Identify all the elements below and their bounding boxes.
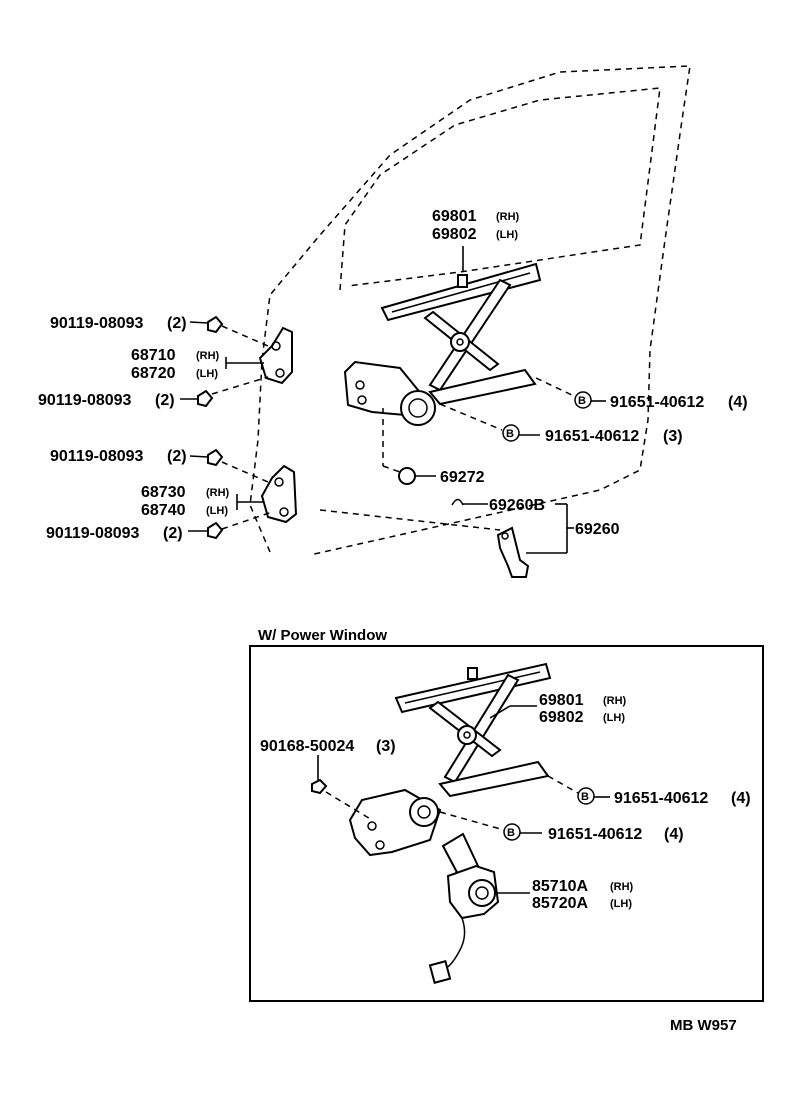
power-window-motor [428,832,500,984]
bolt-b1-quantity: (4) [728,394,748,411]
power-screw-quantity: (3) [376,738,396,755]
upper-hinge-rh-suffix: (RH) [196,350,220,362]
upper-hinge-label: 68710 (RH) 68720 (LH) [131,347,220,382]
power-regulator-lh-suffix: (LH) [603,712,625,724]
power-bolt-b1-part-number: 91651-40612 [614,790,708,807]
regulator-lh-suffix: (LH) [496,229,518,241]
power-bolt-b1-label: B 91651-40612 (4) [581,790,751,807]
upper-hinge [258,326,293,385]
power-motor-lh-suffix: (LH) [610,898,632,910]
power-window-screw [311,778,328,795]
regulator-part-number-rh: 69801 [432,208,477,225]
bolt-top-label: 90119-08093 (2) [50,315,187,332]
lower-hinge-lh-suffix: (LH) [206,505,228,517]
bolt-low-label: 90119-08093 (2) [46,525,183,542]
bolt-b2-quantity: (3) [663,428,683,445]
lower-hinge-part-number-lh: 68740 [141,502,186,519]
power-bolt-b2-part-number: 91651-40612 [548,826,642,843]
bolt-top2-part-number: 90119-08093 [38,392,132,409]
handle-part-number: 69260 [575,521,620,538]
bolt-b2-marker: B [506,428,514,440]
regulator-rh-suffix: (RH) [496,211,520,223]
bolt-mid-quantity: (2) [167,448,187,465]
window-regulator [343,262,542,426]
bolt-low-quantity: (2) [163,525,183,542]
power-bolt-b1-quantity: (4) [731,790,751,807]
power-bolt-b2-marker: B [507,827,515,839]
power-window-title: W/ Power Window [258,627,387,644]
power-motor-part-number-lh: 85720A [532,895,588,912]
power-regulator-part-number-rh: 69801 [539,692,584,709]
power-motor-part-number-rh: 85710A [532,878,588,895]
lower-hinge [260,464,298,524]
power-screw-part-number: 90168-50024 [260,738,354,755]
bolt-mid-part-number: 90119-08093 [50,448,144,465]
bolt-top-quantity: (2) [167,315,187,332]
power-window-regulator [348,662,552,857]
regulator-part-number-lh: 69802 [432,226,477,243]
power-bolt-b2-quantity: (4) [664,826,684,843]
upper-leaders [180,246,606,554]
bolt-low-part-number: 90119-08093 [46,525,140,542]
bolt-b2-part-number: 91651-40612 [545,428,639,445]
upper-hinge-lh-suffix: (LH) [196,368,218,380]
illustration-code: MB W957 [670,1017,737,1034]
bolts [197,315,224,540]
power-window-frame [249,645,764,1002]
bolt-b2-label: B 91651-40612 (3) [506,428,683,445]
power-regulator-rh-suffix: (RH) [603,695,627,707]
bolt-b1-marker: B [578,395,586,407]
washer-part-number: 69272 [440,469,485,486]
handle-sub-part-number: 69260B [489,497,545,514]
power-motor-rh-suffix: (RH) [610,881,634,893]
bolt-top2-quantity: (2) [155,392,175,409]
lower-hinge-label: 68730 (RH) 68740 (LH) [141,484,230,519]
bolt-top2-label: 90119-08093 (2) [38,392,175,409]
power-regulator-part-number-lh: 69802 [539,709,584,726]
door-outline [249,65,691,556]
power-bolt-b1-marker: B [581,791,589,803]
power-screw-label: 90168-50024 (3) [260,738,396,755]
lower-hinge-part-number-rh: 68730 [141,484,186,501]
bolt-b1-part-number: 91651-40612 [610,394,704,411]
bolt-mid-label: 90119-08093 (2) [50,448,187,465]
power-regulator-label: 69801 (RH) 69802 (LH) [539,692,627,726]
bolt-b1-label: B 91651-40612 (4) [578,394,748,411]
upper-hinge-part-number-lh: 68720 [131,365,176,382]
power-bolt-b2-label: B 91651-40612 (4) [507,826,684,843]
regulator-label: 69801 (RH) 69802 (LH) [432,208,520,243]
handle-parts [398,467,530,578]
lower-hinge-rh-suffix: (RH) [206,487,230,499]
power-motor-label: 85710A (RH) 85720A (LH) [532,878,634,912]
upper-hinge-part-number-rh: 68710 [131,347,176,364]
bolt-top-part-number: 90119-08093 [50,315,144,332]
power-window-leaders [317,705,610,894]
